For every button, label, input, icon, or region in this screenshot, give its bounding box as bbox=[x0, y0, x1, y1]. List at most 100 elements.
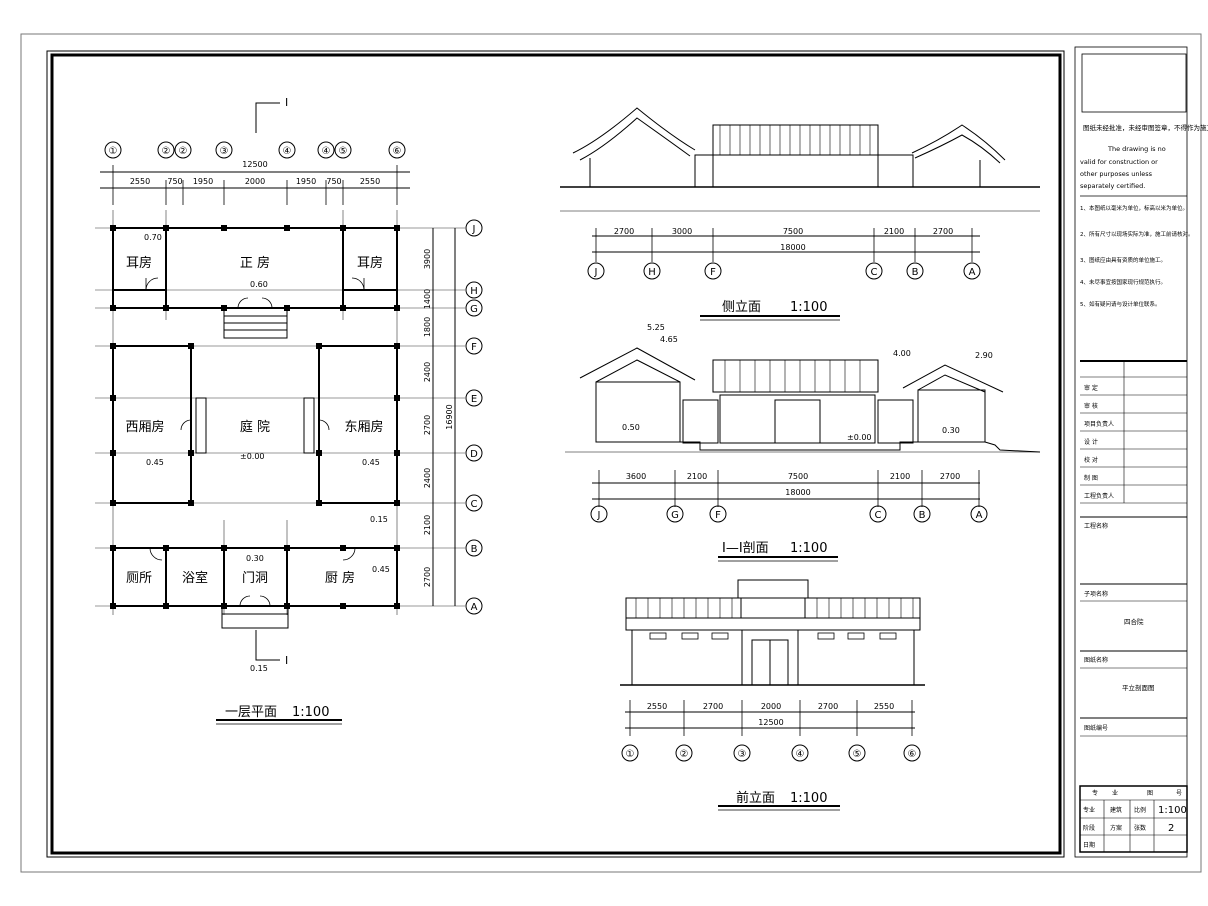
tb-project-label: 工程名称 bbox=[1084, 522, 1108, 530]
tb-drawing-value: 平立剖面图 bbox=[1122, 683, 1155, 692]
tb-note-cn: 图纸未经批准，未经审图签章，不得作为施工用途。 bbox=[1083, 123, 1208, 132]
tb-r1-2: 建筑 bbox=[1110, 806, 1122, 814]
sec-level-7: 0.30 bbox=[942, 426, 960, 435]
room-tingyuan: 庭 院 bbox=[240, 419, 270, 435]
axis-top-2b: ② bbox=[179, 146, 188, 157]
plan-dim-1: 2550 bbox=[130, 177, 150, 186]
tb-r1-3: 比例 bbox=[1134, 806, 1146, 814]
front-axis-2: ② bbox=[680, 749, 689, 760]
section-mark-bottom-label: I bbox=[285, 654, 288, 667]
sec-level-5: 0.50 bbox=[622, 423, 640, 432]
front-axis-5: ⑤ bbox=[853, 749, 862, 760]
section-view: 5.25 4.65 4.00 2.90 0.50 ±0.00 0.30 3600… bbox=[565, 323, 1041, 562]
sec-dim-2: 2100 bbox=[687, 472, 707, 481]
sec-axis-C: C bbox=[875, 510, 882, 521]
frame-inner bbox=[50, 53, 1062, 855]
sec-dim-3: 7500 bbox=[788, 472, 808, 481]
plan-dim-2: 750 bbox=[167, 177, 182, 186]
room-chufang: 厨 房 bbox=[325, 570, 355, 586]
plan-vdim-6: 2400 bbox=[423, 468, 432, 488]
tb-head-1: 专 bbox=[1092, 789, 1098, 797]
level-015b: 0.15 bbox=[250, 664, 268, 673]
plan-dim-4: 2000 bbox=[245, 177, 265, 186]
level-000: ±0.00 bbox=[240, 452, 265, 461]
sec-level-3: 4.00 bbox=[893, 349, 911, 358]
tb-note-en-2: valid for construction or bbox=[1080, 158, 1158, 166]
plan-vdim-1: 3900 bbox=[423, 249, 432, 269]
room-xixiang: 西厢房 bbox=[125, 419, 164, 435]
front-axis-3: ③ bbox=[738, 749, 747, 760]
section-title: I—I剖面 bbox=[722, 541, 769, 556]
sec-dim-1: 3600 bbox=[626, 472, 646, 481]
tb-row-4: 设 计 bbox=[1084, 438, 1098, 446]
level-045a: 0.45 bbox=[146, 458, 164, 467]
plan-overall-dim: 12500 bbox=[242, 160, 267, 169]
tb-head-3: 图 bbox=[1147, 790, 1153, 797]
tb-note-4: 4、未尽事宜按国家现行规范执行。 bbox=[1080, 278, 1166, 286]
plan-title: 一层平面 bbox=[225, 705, 277, 720]
side-dim-3: 7500 bbox=[783, 227, 803, 236]
side-axis-C: C bbox=[871, 267, 878, 278]
plan-dim-3: 1950 bbox=[193, 177, 213, 186]
tb-r1-1: 专业 bbox=[1083, 806, 1095, 814]
sec-dim-5: 2700 bbox=[940, 472, 960, 481]
side-dim-2: 3000 bbox=[672, 227, 692, 236]
axis-right-A: A bbox=[471, 602, 478, 613]
sec-axis-B: B bbox=[919, 510, 926, 521]
side-dim-4: 2100 bbox=[884, 227, 904, 236]
tb-row-6: 制 图 bbox=[1084, 474, 1098, 482]
axis-top-4a: ④ bbox=[283, 146, 292, 157]
tb-number-label: 图纸编号 bbox=[1084, 724, 1108, 732]
side-elev-scale: 1:100 bbox=[790, 300, 827, 315]
tb-note-1: 1、本图纸以毫米为单位，标高以米为单位。 bbox=[1080, 204, 1188, 212]
front-dim-4: 2700 bbox=[818, 702, 838, 711]
plan-vdim-4: 2400 bbox=[423, 362, 432, 382]
tb-head-4: 号 bbox=[1176, 790, 1182, 797]
axis-right-E: E bbox=[471, 394, 477, 405]
section-mark-top-label: I bbox=[285, 96, 288, 109]
sec-axis-F: F bbox=[715, 510, 721, 521]
axis-top-2a: ② bbox=[162, 146, 171, 157]
section-mark-bottom bbox=[255, 630, 280, 661]
plan-dim-7: 2550 bbox=[360, 177, 380, 186]
front-axis-6: ⑥ bbox=[908, 749, 917, 760]
plan-vdim-3: 1800 bbox=[423, 317, 432, 337]
axis-right-C: C bbox=[471, 499, 478, 510]
sec-dim-overall: 18000 bbox=[785, 488, 810, 497]
axis-right-B: B bbox=[471, 544, 478, 555]
sec-level-6: ±0.00 bbox=[847, 433, 872, 442]
side-axis-F: F bbox=[710, 267, 716, 278]
room-dongxiang: 东厢房 bbox=[344, 419, 383, 435]
side-dim-5: 2700 bbox=[933, 227, 953, 236]
side-axis-B: B bbox=[912, 267, 919, 278]
tb-head-2: 业 bbox=[1112, 789, 1118, 797]
front-dim-5: 2550 bbox=[874, 702, 894, 711]
plan-vdim-overall: 16900 bbox=[445, 404, 454, 429]
tb-row-3: 项目负责人 bbox=[1084, 420, 1114, 428]
axis-top-4b: ④ bbox=[322, 146, 331, 157]
tb-note-3: 3、图纸应由具有资质的单位施工。 bbox=[1080, 256, 1166, 264]
front-dim-1: 2550 bbox=[647, 702, 667, 711]
room-yushi: 浴室 bbox=[182, 570, 208, 586]
plan-vdim-8: 2700 bbox=[423, 567, 432, 587]
front-elev-scale: 1:100 bbox=[790, 791, 827, 806]
level-045b: 0.45 bbox=[362, 458, 380, 467]
axis-top-3: ③ bbox=[220, 146, 229, 157]
tb-row-7: 工程负责人 bbox=[1084, 492, 1114, 500]
tb-row-5: 校 对 bbox=[1084, 456, 1098, 464]
level-030: 0.30 bbox=[246, 554, 264, 563]
axis-right-G: G bbox=[470, 304, 478, 315]
outer-border bbox=[20, 33, 1202, 873]
plan-vdim-5: 2700 bbox=[423, 415, 432, 435]
tb-row-1: 审 定 bbox=[1084, 384, 1098, 392]
room-er-left: 耳房 bbox=[126, 255, 152, 271]
section-scale: 1:100 bbox=[790, 541, 827, 556]
room-er-right: 耳房 bbox=[357, 255, 383, 271]
side-dim-1: 2700 bbox=[614, 227, 634, 236]
plan-dim-5: 1950 bbox=[296, 177, 316, 186]
plan-dim-6: 750 bbox=[326, 177, 341, 186]
axis-right-J: J bbox=[472, 224, 476, 235]
front-axis-1: ① bbox=[626, 749, 635, 760]
tb-note-en-3: other purposes unless bbox=[1080, 170, 1153, 178]
